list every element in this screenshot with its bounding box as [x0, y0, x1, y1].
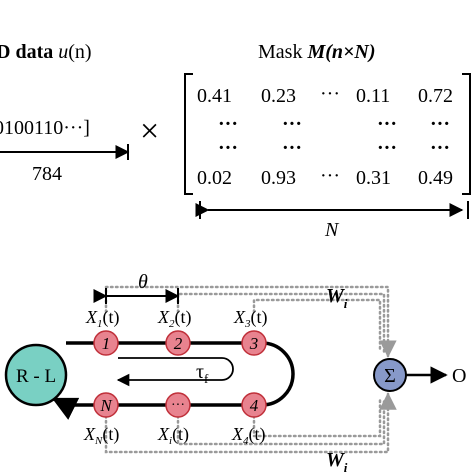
rl-node — [4, 343, 68, 407]
matrix-cell: 0.23 — [261, 85, 296, 107]
multiply-sign: × — [140, 113, 159, 150]
weight-lines — [104, 285, 397, 454]
matrix-cell: 0.11 — [356, 85, 390, 107]
node-4: 4 — [241, 392, 267, 418]
rl-label: R - L — [16, 366, 56, 387]
node-2-state-label: X2(t) — [157, 307, 192, 330]
matrix-cell: 0.31 — [356, 167, 391, 189]
matrix-cell: ··· — [282, 137, 302, 159]
weight-label-top: Wi — [326, 285, 348, 311]
theta-label: θ — [138, 271, 148, 293]
node-n-state-label: XN(t) — [83, 424, 119, 447]
matrix-cell: ··· — [282, 113, 302, 135]
output-label: O — [452, 365, 466, 387]
node-3-state-label: X3(t) — [233, 307, 268, 330]
tau-label: τf — [196, 361, 209, 386]
svg-text:1: 1 — [102, 334, 111, 353]
svg-text:4: 4 — [250, 396, 259, 415]
svg-text:···: ··· — [171, 398, 185, 413]
matrix-cell: 0.49 — [418, 167, 453, 189]
matrix-cell: ··· — [320, 83, 340, 105]
matrix-cell: 0.93 — [261, 167, 296, 189]
matrix-cell: 0.41 — [197, 85, 232, 107]
loop-return-arrow — [51, 397, 80, 420]
matrix-cell: ··· — [430, 137, 450, 159]
tau-arrow — [116, 357, 234, 387]
length-784-label: 784 — [32, 163, 62, 185]
node-i: ··· — [165, 392, 191, 418]
node-3: 3 — [241, 330, 267, 356]
node-2: 2 — [165, 330, 191, 356]
matrix-cell: 0.72 — [418, 85, 453, 107]
node-1-state-label: X1(t) — [85, 307, 120, 330]
binary-sequence: 0100110···] — [0, 117, 90, 139]
mask-matrix: 0.41 0.23 ··· 0.11 0.72 ··· ··· ··· ··· … — [197, 83, 453, 189]
weight-label-bottom: Wi — [326, 449, 348, 474]
matrix-right-bracket — [462, 73, 471, 195]
matrix-cell: ··· — [218, 113, 238, 135]
mask-label: Mask M(n×N) — [258, 41, 376, 63]
matrix-cell: ··· — [218, 137, 238, 159]
matrix-cell: ··· — [377, 137, 397, 159]
matrix-cell: ··· — [430, 113, 450, 135]
matrix-cell: 0.02 — [197, 167, 232, 189]
node-4-state-label: X4(t) — [231, 424, 266, 447]
delay-loop-ring — [66, 341, 295, 407]
node-1: 1 — [93, 330, 119, 356]
svg-text:3: 3 — [249, 334, 259, 353]
matrix-cell: ··· — [320, 165, 340, 187]
matrix-cell: ··· — [377, 113, 397, 135]
node-n: N — [93, 392, 119, 418]
data-label: D data u(n) — [0, 41, 92, 63]
svg-text:2: 2 — [174, 334, 183, 353]
n-dimension-label: N — [324, 219, 340, 241]
svg-text:N: N — [99, 396, 113, 415]
matrix-left-bracket — [184, 73, 193, 195]
summation-symbol: Σ — [384, 365, 396, 387]
node-i-state-label: Xi(t) — [157, 424, 189, 447]
